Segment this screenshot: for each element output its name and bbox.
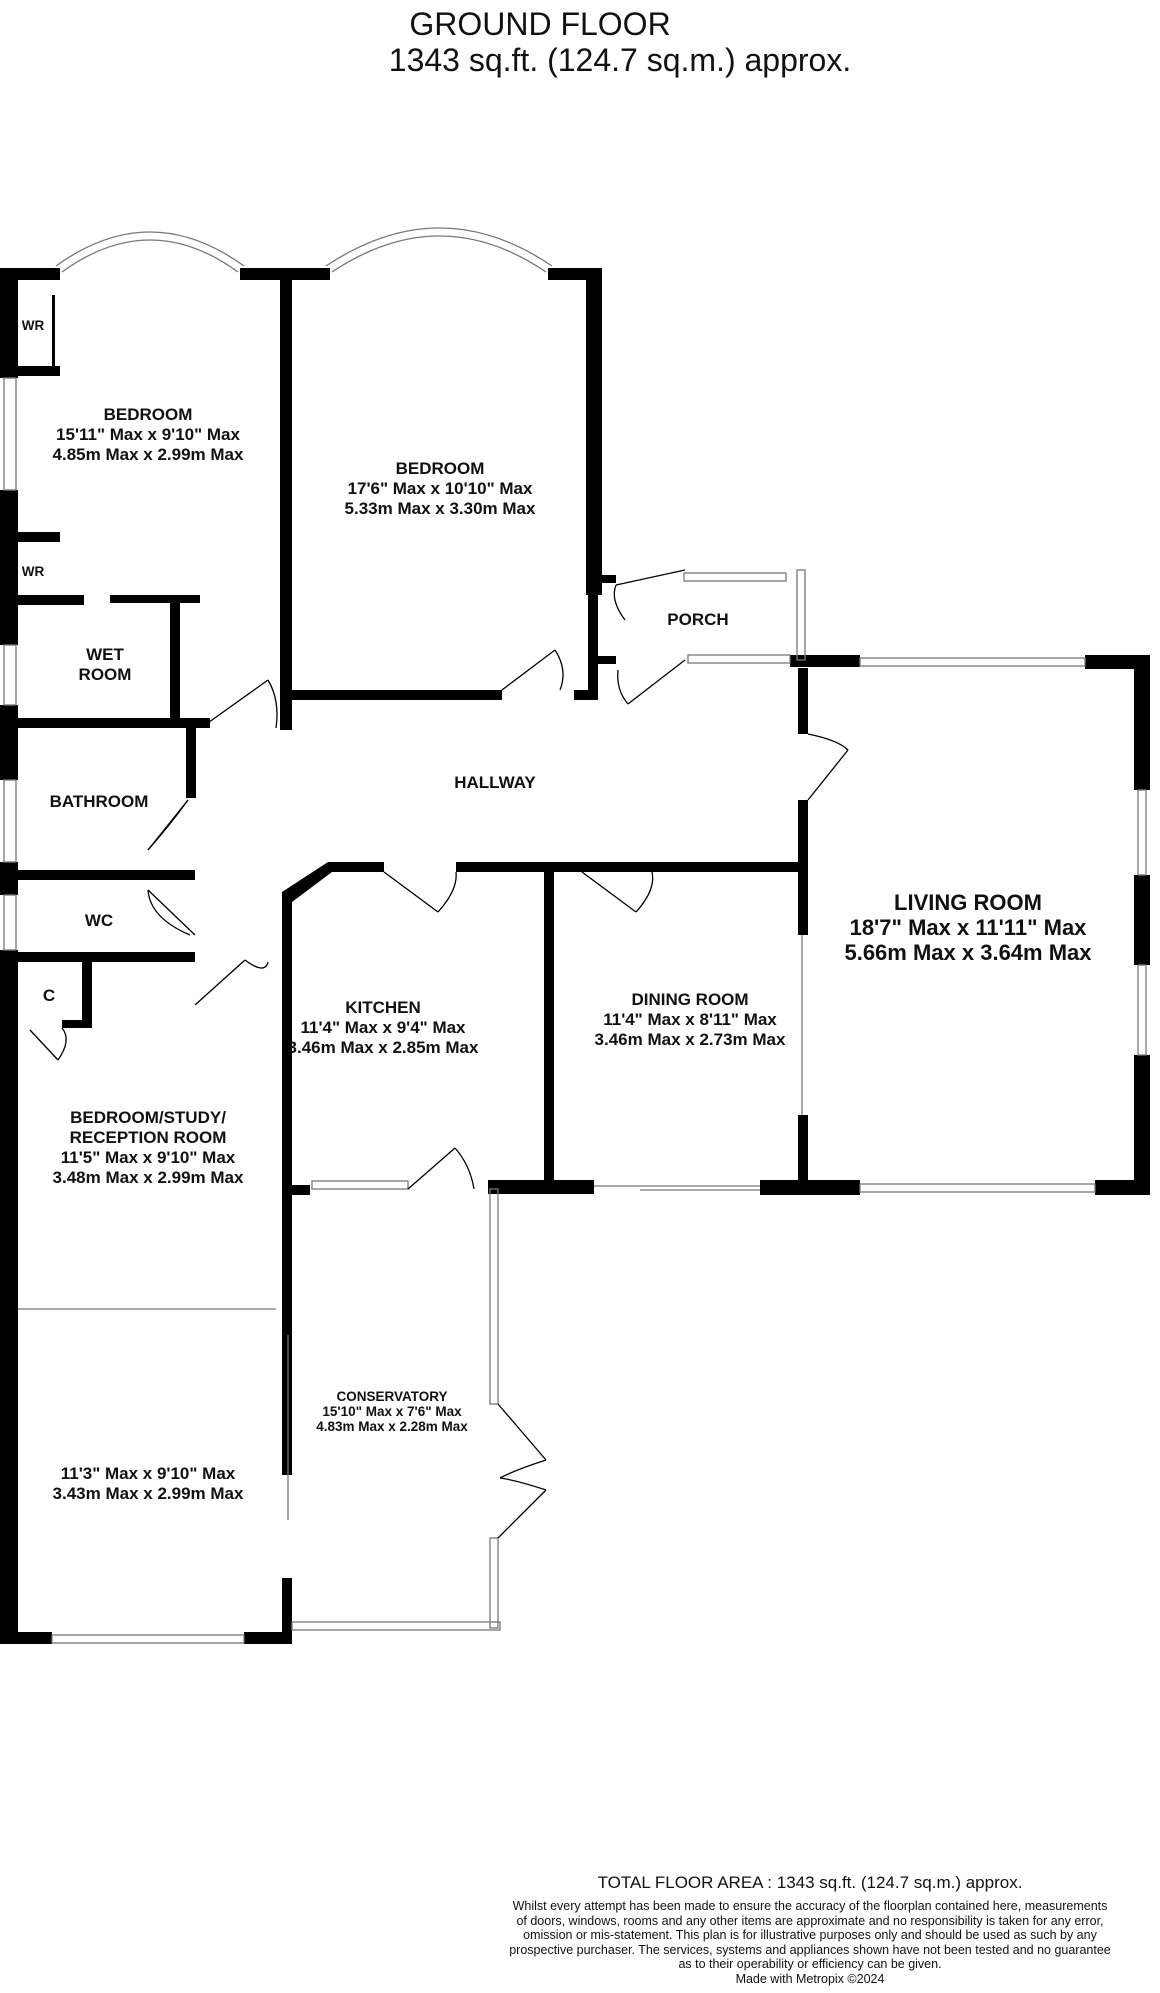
footer: TOTAL FLOOR AREA : 1343 sq.ft. (124.7 sq… xyxy=(470,1873,1150,1986)
porch-label: PORCH xyxy=(667,610,729,629)
metropix-credit: Made with Metropix ©2024 xyxy=(735,1971,885,1986)
wc-label: WC xyxy=(84,911,114,930)
doors xyxy=(29,569,849,1539)
disclaimer-line: of doors, windows, rooms and any other i… xyxy=(516,1913,1104,1928)
bathroom-label: BATHROOM xyxy=(49,792,149,811)
disclaimer-line: prospective purchaser. The services, sys… xyxy=(509,1942,1111,1957)
disclaimer-line: Whilst every attempt has been made to en… xyxy=(512,1899,1108,1913)
total-floor-area: TOTAL FLOOR AREA : 1343 sq.ft. (124.7 sq… xyxy=(597,1873,1023,1892)
cupboard-label: C xyxy=(42,986,56,1005)
floor-title: GROUND FLOOR xyxy=(409,6,671,42)
hallway-label: HALLWAY xyxy=(454,773,536,792)
disclaimer: Whilst every attempt has been made to en… xyxy=(470,1899,1150,1986)
disclaimer-line: as to their operability or efficiency ca… xyxy=(678,1957,942,1971)
floor-area: 1343 sq.ft. (124.7 sq.m.) approx. xyxy=(388,42,852,78)
walls xyxy=(0,268,1150,1644)
windows xyxy=(3,227,1147,1644)
disclaimer-line: omission or mis-statement. This plan is … xyxy=(523,1928,1097,1942)
wr-mid-label: WR xyxy=(21,564,45,579)
wr-top-label: WR xyxy=(21,318,45,333)
